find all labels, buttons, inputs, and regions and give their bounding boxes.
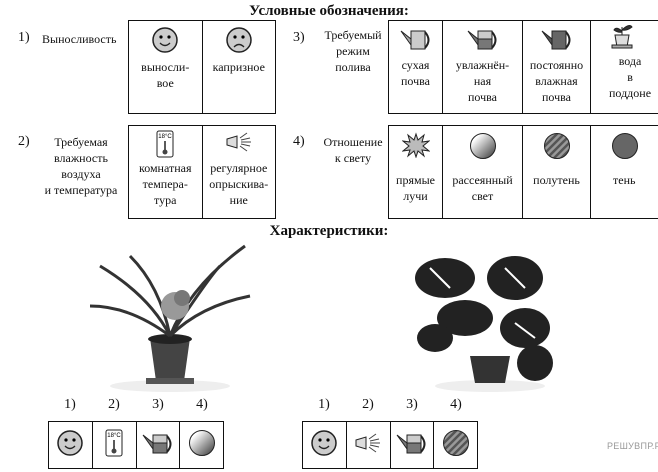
group-4-number: 4) — [293, 134, 305, 149]
sprayer-icon — [355, 433, 381, 453]
answer-cell — [135, 421, 181, 469]
frown-icon — [226, 27, 252, 53]
legend-text: выносли- вое — [141, 60, 190, 90]
group-4-label: Отношение к свету — [323, 135, 383, 165]
legend-capricious: капризное — [201, 20, 276, 114]
legend-title: Условные обозначения: — [249, 3, 409, 19]
legend-text: постоянно влажная почва — [529, 58, 584, 104]
group-3-table: сухая почва увлажнён- ная почва постоянн… — [388, 20, 658, 114]
characteristics-title: Характеристики: — [269, 223, 389, 239]
group-3-label: Требуемый режим полива — [324, 28, 382, 74]
header-2: 2) — [362, 397, 374, 412]
legend-spraying: регулярное опрыскива- ние — [201, 125, 276, 219]
watering-can-half-icon — [467, 30, 496, 50]
striped-circle-icon — [442, 430, 469, 456]
svg-text:18°C: 18°C — [159, 134, 173, 140]
watering-can-half-icon — [142, 434, 172, 454]
smile-icon — [152, 27, 178, 53]
group-1-label: Выносливость — [42, 32, 117, 46]
legend-moist-soil: увлажнён- ная почва — [442, 20, 523, 114]
legend-dry-soil: сухая почва — [388, 20, 443, 114]
header-3: 3) — [406, 397, 418, 412]
legend-wet-soil: постоянно влажная почва — [522, 20, 591, 114]
answer-cell — [345, 421, 391, 469]
header-2: 2) — [108, 397, 120, 412]
legend-text: сухая почва — [401, 58, 430, 88]
legend-text: регулярное опрыскива- ние — [209, 161, 269, 207]
answer-headers-clivia: 1) 2) 3) 4) — [48, 397, 224, 413]
answer-cell — [302, 421, 347, 469]
answer-headers-monstera: 1) 2) 3) 4) — [302, 397, 478, 413]
legend-tray-water: вода в поддоне — [590, 20, 658, 114]
legend-direct-light: прямые лучи — [388, 125, 443, 219]
header-4: 4) — [196, 397, 208, 412]
legend-text: рассеянный свет — [452, 173, 513, 203]
answer-cell — [433, 421, 478, 469]
answer-cell — [48, 421, 93, 469]
group-2-label: Требуемая влажность воздуха и температур… — [44, 135, 118, 197]
legend-diffused-light: рассеянный свет — [442, 125, 523, 219]
svg-text:18°C: 18°C — [107, 433, 121, 439]
watering-can-full-icon — [541, 30, 570, 50]
legend-text: тень — [613, 173, 636, 187]
thermometer-icon: 18°C — [105, 429, 123, 457]
gradient-circle-icon — [188, 430, 215, 456]
legend-text: комнатная темпера- тура — [138, 161, 192, 207]
monstera-plant-image — [415, 256, 553, 392]
clivia-plant-image — [89, 244, 251, 392]
sprayer-icon — [226, 132, 251, 152]
striped-circle-icon — [543, 133, 570, 159]
thermometer-icon: 18°C — [156, 130, 174, 158]
legend-text: увлажнён- ная почва — [455, 58, 510, 104]
legend-text: капризное — [212, 60, 265, 74]
answer-cell — [389, 421, 435, 469]
legend-partial-shade: полутень — [522, 125, 591, 219]
legend-text: полутень — [533, 173, 580, 187]
group-1-number: 1) — [18, 30, 30, 45]
group-4-table: прямые лучи рассеянный свет полутень тен… — [388, 125, 658, 219]
gradient-circle-icon — [469, 133, 496, 159]
header-1: 1) — [318, 397, 330, 412]
legend-hardy: выносли- вое — [128, 20, 203, 114]
group-1-table: выносли- вое капризное — [128, 20, 276, 114]
smile-icon — [57, 430, 84, 456]
legend-text: вода в поддоне — [609, 54, 652, 100]
legend-shade: тень — [590, 125, 658, 219]
dark-circle-icon — [612, 133, 638, 159]
header-3: 3) — [152, 397, 164, 412]
group-2-number: 2) — [18, 134, 30, 149]
watering-can-empty-icon — [400, 30, 429, 50]
header-1: 1) — [64, 397, 76, 412]
group-3-number: 3) — [293, 30, 305, 45]
smile-icon — [311, 430, 338, 456]
answer-table-monstera — [302, 421, 478, 469]
watermark: РЕШУВПР.РФ — [607, 441, 658, 451]
answer-cell: 18°C — [91, 421, 137, 469]
sun-burst-icon — [401, 132, 430, 158]
watering-can-half-icon — [396, 434, 426, 454]
answer-table-clivia: 18°C — [48, 421, 224, 469]
group-2-table: 18°C комнатная темпера- тура регулярное о… — [128, 125, 276, 219]
legend-room-temp: 18°C комнатная темпера- тура — [128, 125, 203, 219]
legend-text: прямые лучи — [396, 173, 435, 203]
header-4: 4) — [450, 397, 462, 412]
answer-cell — [179, 421, 224, 469]
pot-tray-icon — [611, 25, 633, 49]
